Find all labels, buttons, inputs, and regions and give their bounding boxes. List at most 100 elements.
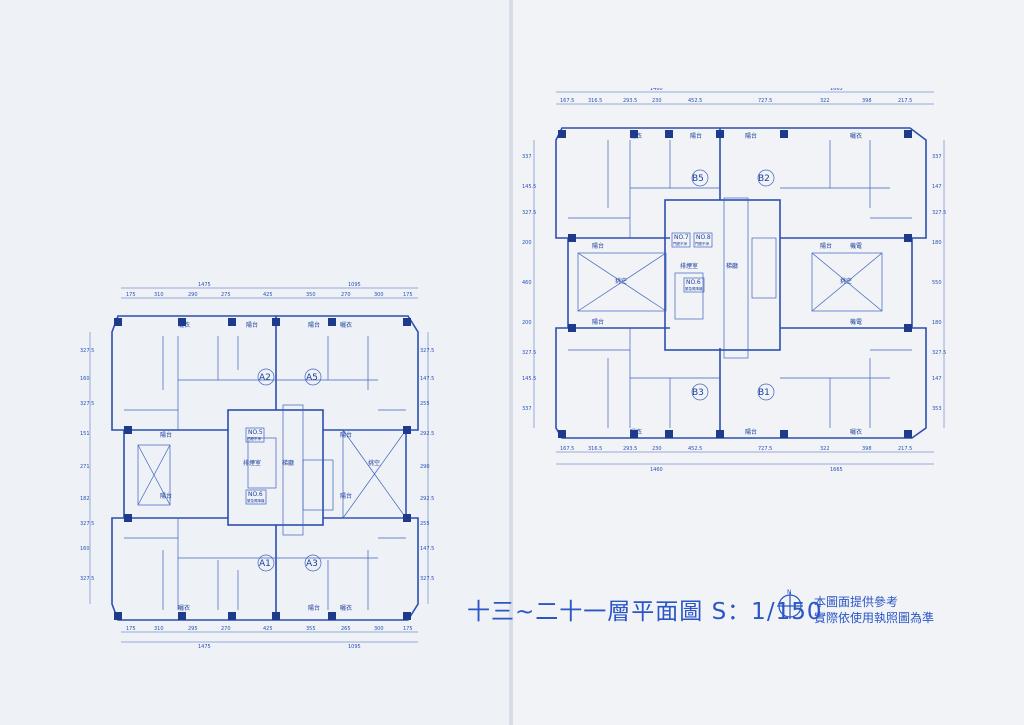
room-label: 挑空 [368,459,380,467]
dim-bottom: 398 [862,446,872,452]
dim-top: 293.5 [623,98,637,104]
dim-right: 147.5 [420,376,434,382]
room-label: 緊急昇降機 [685,286,703,291]
room-label: NO.8 [696,234,711,241]
room-label: 排煙室 [680,262,698,270]
dim-left: 327.5 [80,401,94,407]
dim-bottom-total-left: 1475 [198,644,211,650]
dim-right: 292.5 [420,496,434,502]
dim-left: 327.5 [80,348,94,354]
unit-a2-label: A2 [259,373,271,383]
dim-left: 160 [80,546,90,552]
room-label: 陽台 [160,431,172,439]
top-dims: 175 310 290 275 425 350 270 300 175 [126,292,413,298]
drawing-title: 十三~二十一層平面圖 S：1/150 [467,599,823,625]
room-label: 梯廳 [726,262,738,270]
north-arrow-icon: N [777,589,803,619]
unit-b3-label: B3 [692,388,704,398]
room-label: NO.6 [686,279,701,286]
dim-bottom: 217.5 [898,446,912,452]
dim-bottom: 316.5 [588,446,602,452]
dim-top: 175 [126,292,136,298]
unit-b5-label: B5 [692,174,704,184]
room-label: 陽台 [690,132,702,140]
dim-top: 300 [374,292,384,298]
dim-right: 290 [420,464,430,470]
dim-bottom: 293.5 [623,446,637,452]
dim-bottom: 310 [154,626,164,632]
dim-left: 182 [80,496,90,502]
dim-right: 180 [932,240,942,246]
room-label: 曬衣 [630,428,642,436]
bottom-dims: 167.5 316.5 293.5 230 452.5 727.5 322 39… [560,446,912,452]
dim-left: 327.5 [522,350,536,356]
dim-top: 727.5 [758,98,772,104]
dim-bottom-total-left: 1460 [650,467,663,473]
dim-left: 337 [522,154,532,160]
room-label: 曬衣 [850,132,862,140]
dim-bottom: 425 [263,626,273,632]
dim-top: 217.5 [898,98,912,104]
room-label: 門廳不淨 [673,241,687,246]
dim-bottom: 727.5 [758,446,772,452]
dim-right: 327.5 [420,576,434,582]
room-label: 陽台 [745,132,757,140]
room-label: 梯廳 [282,459,294,467]
dim-right: 327.5 [932,350,946,356]
dim-bottom: 175 [126,626,136,632]
dim-top: 310 [154,292,164,298]
room-label: 機電 [850,242,862,250]
unit-a1-label: A1 [259,559,271,569]
room-label: 陽台 [246,321,258,329]
dim-left: 327.5 [522,210,536,216]
room-label: 門廳不淨 [695,241,709,246]
license-note: 實際依使用執照圖為準 [814,611,935,625]
room-label: 排煙室 [243,459,261,467]
room-label: 曬衣 [630,132,642,140]
unit-b1-label: B1 [758,388,770,398]
dim-top: 350 [306,292,316,298]
dim-left: 160 [80,376,90,382]
left-page [0,0,510,725]
dim-top-total-left: 1460 [650,88,663,92]
room-label: 陽台 [308,604,320,612]
dim-left: 200 [522,240,532,246]
dim-right: 353 [932,406,942,412]
dim-left: 200 [522,320,532,326]
unit-a5-label: A5 [306,373,318,383]
room-label: 陽台 [308,321,320,329]
unit-b2-label: B2 [758,174,770,184]
floor-plan-right: 1460 1665 167.5 316.5 293.5 230 452.5 72… [522,88,946,473]
room-label: 門廳不淨 [247,436,261,441]
room-label: 陽台 [592,318,604,326]
room-label: 陽台 [340,431,352,439]
page-fold [509,0,513,725]
dim-right: 327.5 [932,210,946,216]
dim-bottom: 270 [221,626,231,632]
dim-top: 270 [341,292,351,298]
dim-top-total-right: 1665 [830,88,843,92]
dim-bottom: 322 [820,446,830,452]
dim-top: 290 [188,292,198,298]
dim-left: 151 [80,431,90,437]
dim-left: 327.5 [80,576,94,582]
room-label: 曬衣 [850,428,862,436]
top-dims: 167.5 316.5 293.5 230 452.5 727.5 322 39… [560,98,912,104]
dim-bottom: 452.5 [688,446,702,452]
dim-top: 275 [221,292,231,298]
dim-left: 271 [80,464,90,470]
room-label: 陽台 [592,242,604,250]
room-label: NO.5 [248,429,263,436]
room-label: 曬衣 [340,604,352,612]
dim-top: 425 [263,292,273,298]
dim-bottom: 295 [188,626,198,632]
dim-left: 145.5 [522,376,536,382]
dim-right: 292.5 [420,431,434,437]
right-dims: 337 147 327.5 180 550 180 327.5 147 353 [932,154,946,412]
room-label: 陽台 [340,492,352,500]
dim-right: 550 [932,280,942,286]
left-dims: 337 145.5 327.5 200 460 200 327.5 145.5 … [522,154,536,412]
dim-left: 460 [522,280,532,286]
north-label: N [787,589,792,596]
dim-right: 147.5 [420,546,434,552]
